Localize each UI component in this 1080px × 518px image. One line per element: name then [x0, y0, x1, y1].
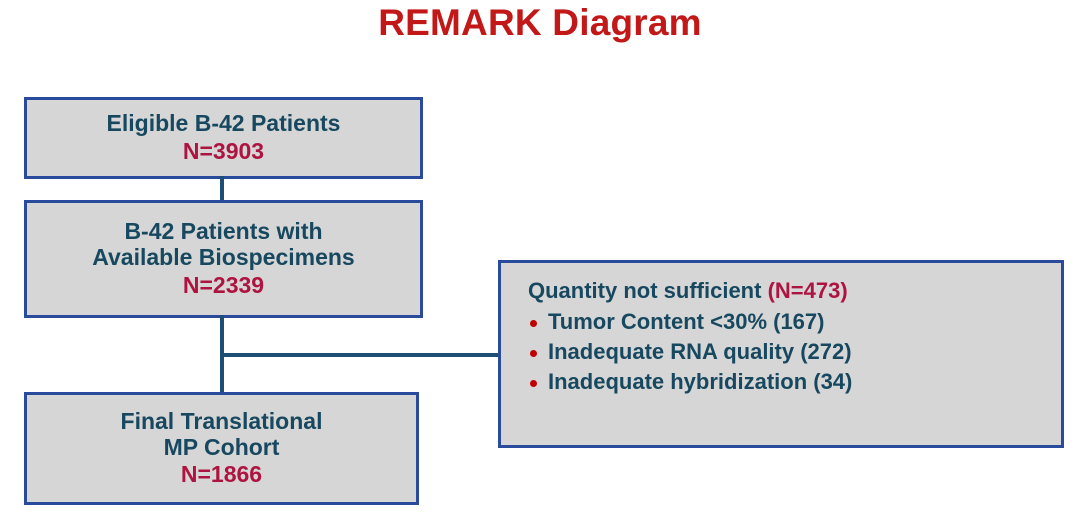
- exclusion-header: Quantity not sufficient (N=473): [528, 280, 1061, 302]
- bullet-icon: [530, 350, 537, 357]
- exclusion-item-label: Inadequate RNA quality (272): [548, 339, 852, 364]
- connector-eligible-to-biospecimens: [220, 176, 224, 203]
- node-eligible-patients: Eligible B-42 Patients N=3903: [24, 97, 423, 179]
- exclusion-item-label: Tumor Content <30% (167): [548, 309, 825, 334]
- node-eligible-line-1: Eligible B-42 Patients: [106, 110, 341, 137]
- node-final-cohort-line-2: MP Cohort: [163, 433, 280, 460]
- node-eligible-count: N=3903: [182, 138, 265, 164]
- list-item: Inadequate RNA quality (272): [528, 341, 1061, 363]
- node-biospecimens-count: N=2339: [182, 271, 265, 298]
- exclusion-header-label: Quantity not sufficient: [528, 278, 768, 303]
- exclusion-reason-list: Tumor Content <30% (167) Inadequate RNA …: [528, 311, 1061, 393]
- node-final-cohort-line-1: Final Translational: [120, 407, 323, 434]
- node-available-biospecimens: B-42 Patients with Available Biospecimen…: [24, 200, 423, 318]
- page-title: REMARK Diagram: [378, 2, 702, 43]
- node-biospecimens-line-1: B-42 Patients with: [124, 218, 323, 245]
- bullet-icon: [530, 380, 537, 387]
- node-final-translational-cohort: Final Translational MP Cohort N=1866: [24, 392, 419, 505]
- list-item: Inadequate hybridization (34): [528, 371, 1061, 393]
- connector-branch-to-exclusion: [220, 353, 501, 357]
- exclusion-item-label: Inadequate hybridization (34): [548, 369, 853, 394]
- bullet-icon: [530, 320, 537, 327]
- node-exclusion-reasons: Quantity not sufficient (N=473) Tumor Co…: [498, 260, 1064, 448]
- exclusion-header-count: (N=473): [767, 278, 848, 303]
- list-item: Tumor Content <30% (167): [528, 311, 1061, 333]
- node-final-cohort-count: N=1866: [180, 461, 263, 488]
- node-biospecimens-line-2: Available Biospecimens: [92, 244, 355, 271]
